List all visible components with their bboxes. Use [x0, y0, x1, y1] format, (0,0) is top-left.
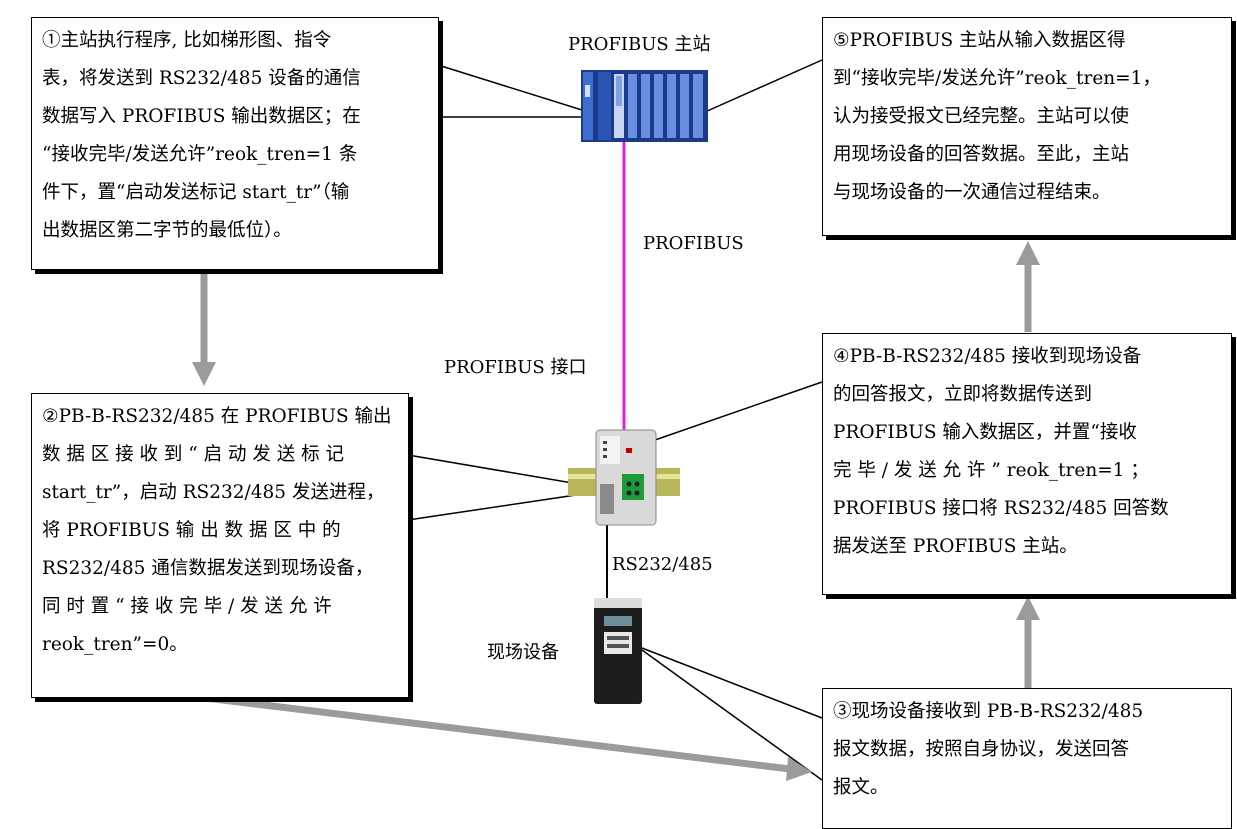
- step1-box: ①主站执行程序, 比如梯形图、指令 表，将发送到 RS232/485 设备的通信…: [31, 17, 439, 270]
- step5-text: ⑤PROFIBUS 主站从输入数据区得 到“接收完毕/发送允许”reok_tre…: [833, 30, 1161, 203]
- flow-arrows: [192, 241, 1040, 781]
- gateway-device-image: [568, 429, 680, 526]
- field-device-image: [594, 598, 642, 704]
- step4-box: ④PB-B-RS232/485 接收到现场设备 的回答报文，立即将数据传送到 P…: [822, 333, 1232, 595]
- arrow-step2-to-step3: [205, 694, 812, 781]
- connector-lines: [407, 59, 823, 781]
- profibus-master-label: PROFIBUS 主站: [568, 34, 711, 55]
- arrow-step3-to-step4: [1016, 596, 1040, 688]
- step1-text: ①主站执行程序, 比如梯形图、指令 表，将发送到 RS232/485 设备的通信…: [42, 30, 361, 241]
- rs232-485-label: RS232/485: [612, 554, 713, 575]
- step4-text: ④PB-B-RS232/485 接收到现场设备 的回答报文，立即将数据传送到 P…: [833, 346, 1169, 557]
- field-device-label: 现场设备: [487, 642, 559, 663]
- plc-master-image: [581, 70, 708, 142]
- profibus-bus-label: PROFIBUS: [643, 233, 744, 254]
- profibus-interface-label: PROFIBUS 接口: [444, 357, 587, 378]
- step5-box: ⑤PROFIBUS 主站从输入数据区得 到“接收完毕/发送允许”reok_tre…: [822, 17, 1232, 236]
- step3-text: ③现场设备接收到 PB-B-RS232/485 报文数据，按照自身协议，发送回答…: [833, 701, 1144, 798]
- arrow-step4-to-step5: [1016, 241, 1040, 332]
- step2-box: ②PB-B-RS232/485 在 PROFIBUS 输出 数 据 区 接 收 …: [31, 393, 409, 698]
- step3-box: ③现场设备接收到 PB-B-RS232/485 报文数据，按照自身协议，发送回答…: [822, 688, 1232, 829]
- step2-text: ②PB-B-RS232/485 在 PROFIBUS 输出 数 据 区 接 收 …: [42, 406, 392, 655]
- arrow-step1-to-step2: [192, 270, 216, 386]
